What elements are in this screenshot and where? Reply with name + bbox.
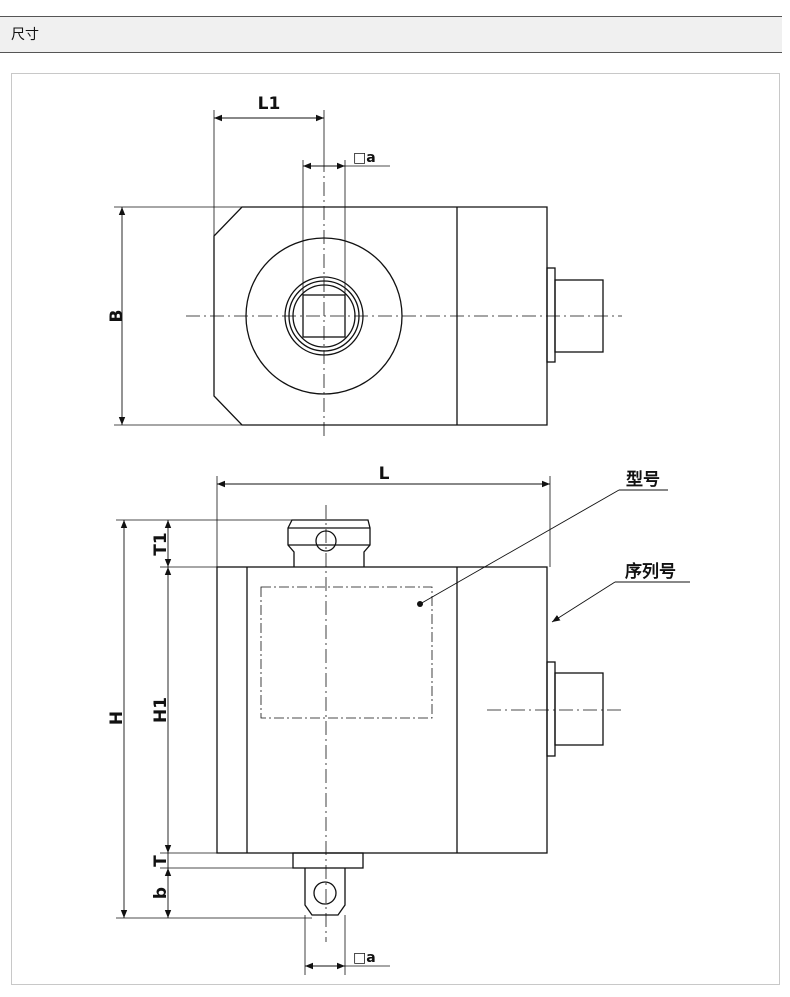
section-title: 尺寸 [11, 27, 39, 43]
top-connector-flange [546, 267, 556, 363]
bottom-spindle-flange [292, 852, 364, 869]
section-header: 尺寸 [0, 16, 782, 53]
bottom-square-drive [304, 868, 346, 916]
dim-label-h: H [107, 711, 127, 725]
label-model: 型号 [626, 469, 660, 490]
front-view [116, 476, 690, 975]
dim-label-h1: H1 [151, 697, 171, 723]
dim-label-b-top: B [107, 310, 127, 323]
dim-label-a-top: □a [353, 150, 376, 166]
top-view [114, 110, 622, 436]
top-spindle [287, 519, 371, 567]
dim-label-l: L [379, 464, 390, 484]
label-serial: 序列号 [625, 561, 676, 582]
dim-label-l1: L1 [258, 94, 281, 114]
front-connector [554, 672, 604, 746]
front-connector-flange [546, 661, 556, 757]
dim-label-a-bottom: □a [353, 950, 376, 966]
dim-label-b-front: b [151, 887, 171, 899]
drawing-frame [11, 73, 780, 985]
dim-label-t: T [151, 855, 171, 867]
nameplate-outline [260, 586, 433, 719]
nameplate-point [417, 601, 423, 607]
dim-label-t1: T1 [151, 532, 171, 555]
